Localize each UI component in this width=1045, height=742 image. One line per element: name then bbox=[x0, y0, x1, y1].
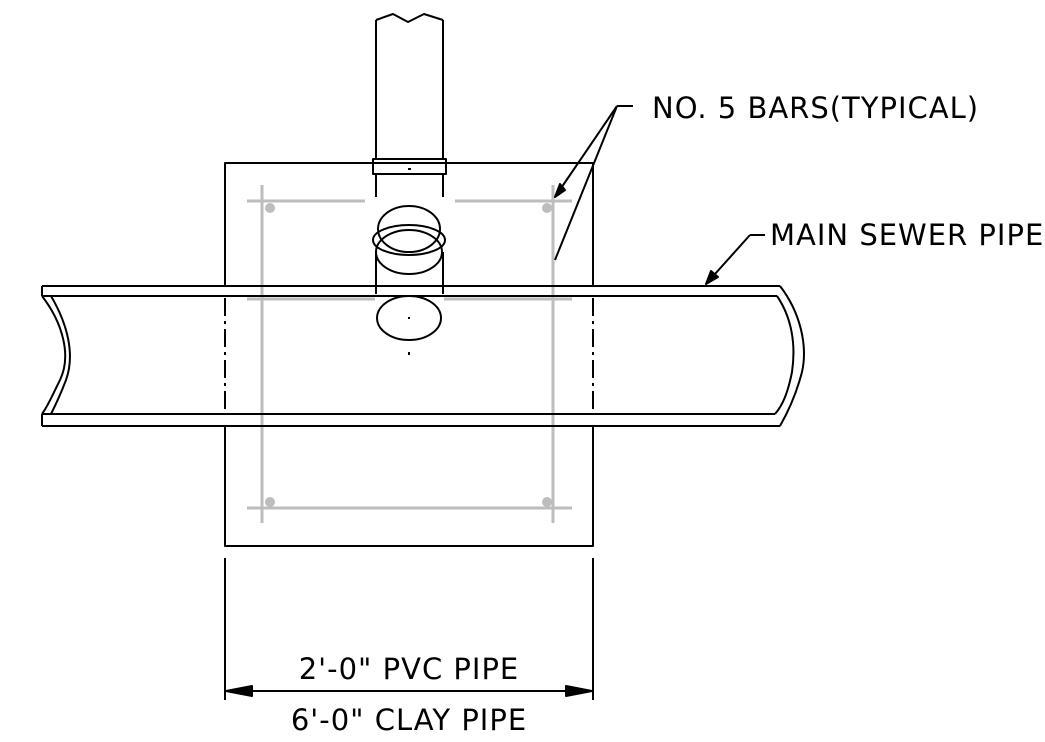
rebar-dot bbox=[265, 203, 275, 213]
rebar-callout-label: NO. 5 BARS(TYPICAL) bbox=[652, 91, 979, 125]
dimension-arrow-right bbox=[565, 685, 593, 697]
pipe-elbow-ring bbox=[375, 229, 443, 275]
main-sewer-pipe bbox=[41, 285, 805, 427]
rebar-dot bbox=[542, 497, 552, 507]
leader-arrowhead bbox=[554, 183, 566, 198]
clay-dimension-label: 6'-0" CLAY PIPE bbox=[291, 703, 527, 737]
rebar-dot bbox=[542, 203, 552, 213]
rebar-dot bbox=[265, 497, 275, 507]
dimension-line bbox=[224, 558, 594, 700]
sewer-leader bbox=[705, 234, 765, 285]
pipe-break-left bbox=[41, 286, 67, 426]
pipe-elbow-ring bbox=[377, 205, 441, 253]
encasement-outline bbox=[224, 162, 594, 286]
riser-pipe bbox=[372, 13, 447, 355]
pipe-break-left-inner bbox=[50, 295, 71, 415]
rebar-leader bbox=[554, 105, 633, 261]
pipe-elbow-ring bbox=[372, 224, 446, 256]
rebar-cage bbox=[247, 185, 572, 523]
dimension-arrow-left bbox=[225, 685, 253, 697]
sewer-callout-label: MAIN SEWER PIPE bbox=[770, 218, 1044, 252]
encasement-outline-lower bbox=[224, 426, 594, 547]
leader-arrowhead bbox=[705, 270, 719, 285]
pipe-break-right bbox=[779, 285, 805, 427]
pipe-break-symbol bbox=[375, 13, 444, 23]
riser-collar bbox=[372, 158, 447, 175]
pipe-break-right-inner bbox=[774, 295, 795, 415]
pvc-dimension-label: 2'-0" PVC PIPE bbox=[299, 652, 520, 686]
